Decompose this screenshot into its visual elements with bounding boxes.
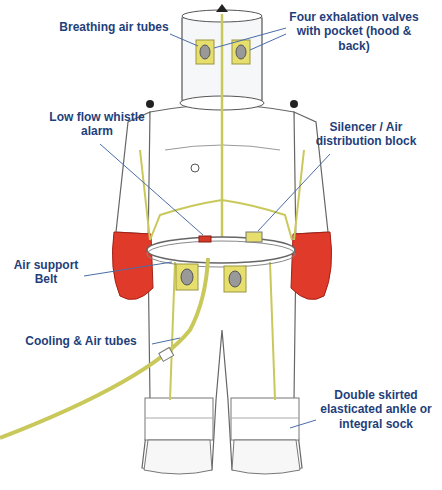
part-label: Four exhalation valves with pocket (hood… — [288, 10, 420, 53]
hood-nub — [216, 4, 228, 12]
exhalation-valve-core — [236, 45, 246, 59]
shoulder-stud — [290, 100, 298, 108]
leader-line — [250, 34, 286, 50]
skirt-fold — [231, 418, 299, 419]
part-label: Low flow whistle alarm — [48, 110, 146, 139]
cooling-tube — [270, 262, 275, 400]
exhalation-valve-core — [200, 45, 210, 59]
belt-pocket — [176, 264, 198, 290]
part-label: Breathing air tubes — [56, 20, 172, 34]
part-label: Cooling & Air tubes — [10, 334, 152, 348]
belt-pocket — [224, 266, 246, 292]
cooling-tube — [170, 262, 175, 400]
leader-line — [84, 262, 172, 276]
belt-pocket-valve — [181, 269, 193, 285]
supply-hose — [0, 258, 208, 438]
leader-line — [100, 144, 203, 235]
exhalation-valve — [196, 40, 214, 64]
ankle-skirt — [145, 398, 213, 440]
silencer-block — [246, 232, 262, 242]
exhalation-valve — [232, 40, 250, 64]
part-label: Air support Belt — [6, 258, 86, 287]
leader-line — [214, 28, 286, 48]
leader-line — [258, 154, 330, 231]
red-glove — [291, 232, 332, 300]
hose-coupling — [159, 348, 174, 362]
leader-line — [170, 34, 198, 46]
shoulder-stud — [146, 100, 154, 108]
boot — [232, 440, 300, 474]
air-support-belt-edge — [147, 241, 295, 267]
skirt-fold — [145, 418, 213, 419]
leader-line — [290, 420, 316, 428]
whistle-alarm — [199, 236, 211, 242]
part-label: Double skirted elasticated ankle or inte… — [318, 388, 434, 431]
boot — [144, 440, 212, 474]
part-label: Silencer / Air distribution block — [298, 120, 434, 149]
belt-pocket-valve — [229, 271, 241, 287]
breathing-air-tube — [221, 14, 224, 246]
cooling-tube — [140, 150, 150, 240]
suit-legs — [142, 248, 302, 470]
leader-line — [152, 338, 180, 344]
ankle-skirt — [231, 398, 299, 440]
leader-lines — [84, 28, 330, 428]
cooling-tube — [294, 150, 304, 240]
chest-ring — [191, 164, 199, 172]
